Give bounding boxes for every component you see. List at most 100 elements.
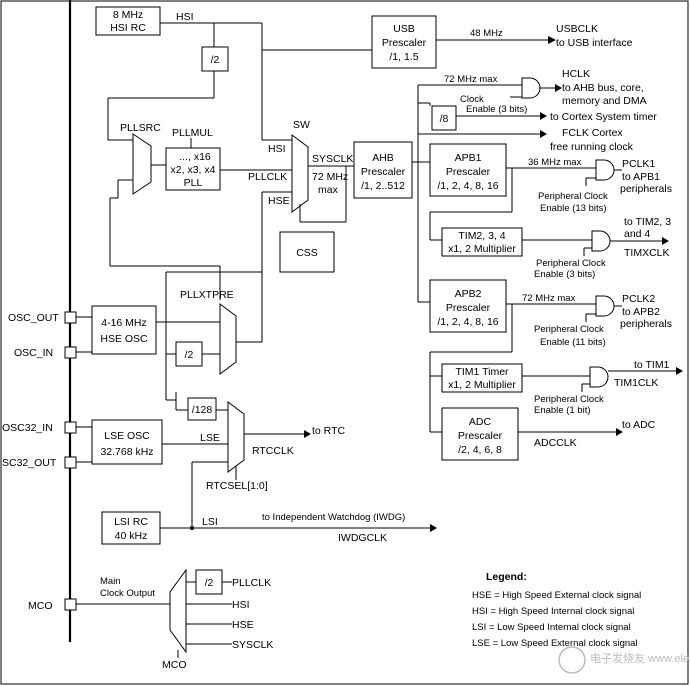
- sysclk-72mhz-1: 72 MHz: [312, 171, 348, 183]
- div2-mco-label: /2: [205, 577, 214, 589]
- to-apb2-label-2: peripherals: [620, 318, 672, 330]
- div128-box: [187, 397, 217, 421]
- pce11-label-2: Enable (11 bits): [540, 337, 606, 348]
- lsi-rc-label-1: LSI RC: [114, 516, 148, 528]
- adc-label-1: ADC: [469, 416, 492, 428]
- lse-label: LSE: [200, 432, 220, 444]
- div128-label: /128: [192, 404, 213, 416]
- hsi-rc-box: [95, 6, 161, 36]
- adc-prescaler-box: [441, 407, 519, 461]
- pll-label-2: x2, x3, x4: [171, 164, 216, 176]
- pclk2-label: PCLK2: [622, 293, 655, 305]
- css-box: [279, 231, 335, 273]
- to-adc-label: to ADC: [622, 419, 656, 431]
- pce3-label-2: Enable (3 bits): [534, 269, 595, 280]
- sysclk-72mhz-2: max: [318, 184, 339, 196]
- watermark-text: 电子发烧友 www.elecfans.com: [590, 651, 690, 665]
- pclk1-label: PCLK1: [622, 158, 655, 170]
- legend-item-lsi: LSI = Low Speed Internal clock signal: [472, 622, 631, 633]
- apb1-label-1: APB1: [455, 152, 482, 164]
- to-usb-label: to USB interface: [556, 37, 633, 49]
- to-iwdg-label: to Independent Watchdog (IWDG): [262, 512, 405, 523]
- pllxtpre-mux: [219, 303, 237, 375]
- timxclk-and-gate: [591, 230, 611, 252]
- osc-in-pin: [64, 346, 77, 359]
- to-cortex-timer-label: to Cortex System timer: [550, 111, 657, 123]
- legend-title: Legend:: [486, 571, 527, 583]
- fclk-label-1: FCLK Cortex: [562, 127, 623, 139]
- usb-label-2: Prescaler: [382, 37, 427, 49]
- mco-pllclk-label: PLLCLK: [232, 577, 271, 589]
- rtcclk-label: RTCCLK: [252, 445, 294, 457]
- adcclk-label: ADCCLK: [534, 437, 577, 449]
- mco-mux: [169, 568, 187, 654]
- osc32-out-pin: [64, 456, 77, 469]
- usb-label-1: USB: [393, 23, 415, 35]
- div2-hsi-label: /2: [211, 54, 220, 66]
- rtcsel-label: RTCSEL[1:0]: [206, 480, 268, 492]
- apb1-label-3: /1, 2, 4, 8, 16: [437, 180, 498, 192]
- legend-item-lse: LSE = Low Speed External clock signal: [472, 638, 638, 649]
- mco-pin-label: MCO: [28, 600, 53, 612]
- usb-label-3: /1, 1.5: [389, 51, 418, 63]
- ahb-72mhz-max-label: 72 MHz max: [444, 74, 498, 85]
- hse-sw-label: HSE: [268, 195, 290, 207]
- apb2-72mhz-label: 72 MHz max: [522, 293, 576, 304]
- lsi-rc-box: [101, 511, 161, 545]
- sw-mux: [291, 134, 309, 213]
- to-tim234-label-1: to TIM2, 3: [624, 216, 671, 228]
- adc-label-2: Prescaler: [458, 430, 503, 442]
- tim1-label-2: x1, 2 Multiplier: [448, 379, 516, 391]
- pllsrc-label: PLLSRC: [120, 122, 161, 134]
- pce13-label-1: Peripheral Clock: [538, 191, 608, 202]
- lse-osc-label-2: 32.768 kHz: [100, 446, 153, 458]
- tim1-multiplier-box: [441, 363, 523, 393]
- tim1-label-1: TIM1 Timer: [455, 366, 509, 378]
- to-ahb-label-2: memory and DMA: [562, 95, 647, 107]
- mco-sysclk-label: SYSCLK: [232, 639, 273, 651]
- apb1-prescaler-box: [429, 143, 507, 197]
- pll-box: [165, 147, 221, 191]
- to-tim234-label-2: and 4: [624, 228, 650, 240]
- mco-hsi-label: HSI: [232, 599, 250, 611]
- osc32-in-label: OSC32_IN: [2, 422, 53, 434]
- clock-enable-label-1: Clock: [460, 94, 484, 105]
- hsi-label: HSI: [176, 11, 194, 23]
- hsi-rc-label-1: 8 MHz: [113, 9, 143, 21]
- hclk-and-gate: [521, 77, 541, 99]
- to-tim1-label: to TIM1: [634, 359, 670, 371]
- hse-osc-label-2: HSE OSC: [100, 333, 148, 345]
- lsi-label: LSI: [202, 516, 218, 528]
- osc-in-label: OSC_IN: [14, 347, 53, 359]
- lse-osc-label-1: LSE OSC: [104, 430, 150, 442]
- tim234-label-2: x1, 2 Multiplier: [448, 243, 516, 255]
- rtcsel-mux: [227, 401, 245, 473]
- fclk-label-2: free running clock: [550, 141, 634, 153]
- mco-mux-label: MCO: [162, 659, 187, 671]
- hclk-label: HCLK: [562, 68, 590, 80]
- div8-label: /8: [440, 113, 449, 125]
- div2-hsi-box: [201, 46, 229, 72]
- osc-out-pin: [64, 311, 77, 324]
- to-apb2-label-1: to APB2: [622, 306, 660, 318]
- clock-enable-label-2: Enable (3 bits): [466, 104, 527, 115]
- to-ahb-label-1: to AHB bus, core,: [562, 82, 644, 94]
- adc-label-3: /2, 4, 6, 8: [458, 444, 502, 456]
- mco-label-1: Main: [100, 576, 121, 587]
- legend-item-hsi: HSI = High Speed Internal clock signal: [472, 606, 634, 617]
- css-label: CSS: [296, 247, 318, 259]
- pllxtpre-label: PLLXTPRE: [180, 289, 234, 301]
- to-rtc-label: to RTC: [312, 425, 345, 437]
- tim234-label-1: TIM2, 3, 4: [458, 230, 505, 242]
- to-apb1-label-1: to APB1: [622, 171, 660, 183]
- hse-osc-label-1: 4-16 MHz: [101, 317, 147, 329]
- timxclk-label: TIMXCLK: [624, 247, 670, 259]
- osc32-in-pin: [64, 421, 77, 434]
- pllclk-label: PLLCLK: [248, 171, 287, 183]
- sw-label: SW: [293, 119, 310, 131]
- hse-osc-box: [91, 305, 157, 355]
- pce11-label-1: Peripheral Clock: [534, 324, 604, 335]
